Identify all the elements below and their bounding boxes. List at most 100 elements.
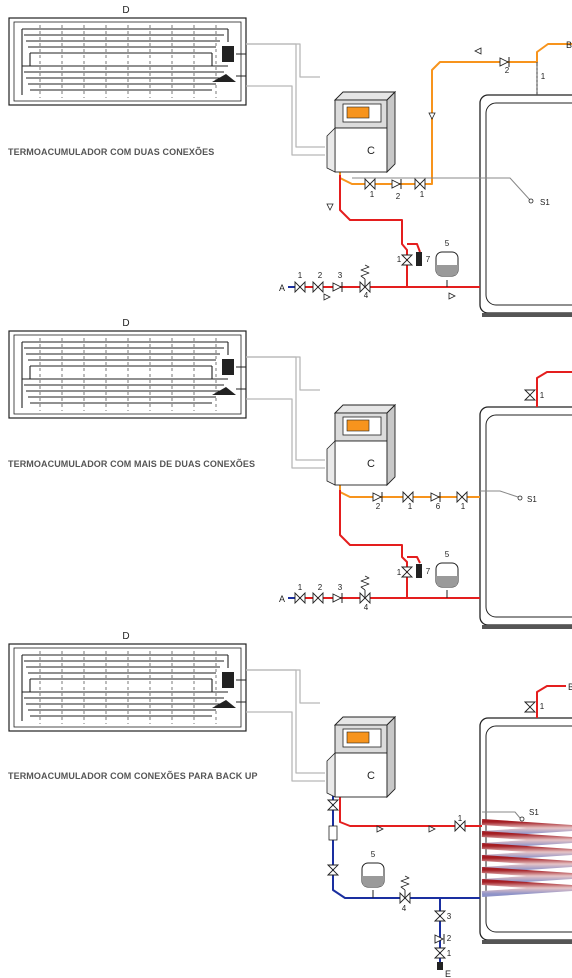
check-valve-icon	[332, 593, 343, 603]
hot-return-pipe	[339, 490, 480, 599]
valve-icon	[433, 910, 447, 922]
manifold-icon	[212, 74, 236, 82]
pump-icon	[328, 825, 338, 841]
valve-label: 4	[364, 291, 369, 300]
valve-label: 1	[370, 190, 375, 199]
safety-valve-body-icon	[359, 280, 371, 294]
flow-arrow-icon	[448, 292, 456, 300]
manifold-icon	[212, 700, 236, 708]
air-vent-icon	[416, 252, 422, 266]
inlet-a-label: A	[279, 594, 285, 604]
sensor-cable	[246, 43, 320, 78]
sensor-cable	[246, 711, 325, 782]
tank-base	[482, 940, 572, 944]
controller-unit: C	[326, 715, 397, 799]
valve-label: 1	[541, 72, 546, 81]
valve-icon	[326, 864, 340, 876]
sensor-cable	[246, 43, 325, 148]
valve-label: 1	[540, 391, 545, 400]
valve-icon	[414, 177, 426, 191]
valve-label: 2	[318, 271, 323, 280]
valve-label: 2	[376, 502, 381, 511]
controller-label: C	[367, 458, 375, 470]
caption-panel-3: TERMOACUMULADOR COM CONEXÕES PARA BACK U…	[8, 771, 258, 781]
edge-label-b: B	[568, 682, 572, 692]
valve-label: 6	[436, 502, 441, 511]
safety-valve-body-icon	[399, 891, 411, 905]
sensor-s1-icon	[517, 495, 523, 501]
valve-label: 3	[338, 583, 343, 592]
sensor-line	[480, 490, 519, 498]
check-valve-icon	[332, 282, 343, 292]
valve-icon	[364, 177, 376, 191]
valve-label: 1	[540, 702, 545, 711]
expansion-vessel-icon	[435, 251, 459, 277]
tank-base	[482, 625, 572, 629]
valve-label: 2	[318, 583, 323, 592]
hot-flow-pipe	[339, 790, 482, 827]
cold-return-pipe	[332, 795, 480, 899]
collector-label: D	[122, 631, 129, 642]
valve-label: 1	[298, 271, 303, 280]
valve-label: 7	[426, 567, 431, 576]
controller-display	[346, 106, 370, 119]
sensor-s1-label: S1	[527, 495, 537, 504]
controller-label: C	[367, 145, 375, 157]
controller-unit: C	[326, 403, 397, 487]
valve-label: 5	[445, 550, 450, 559]
valve-label: 1	[298, 583, 303, 592]
sensor-cable	[246, 669, 320, 704]
storage-tank	[479, 94, 572, 317]
expansion-vessel-icon	[435, 562, 459, 588]
controller-display	[346, 731, 370, 744]
safety-valve-icon	[359, 264, 371, 294]
valve-label: 2	[396, 192, 401, 201]
valve-label: 1	[447, 949, 452, 958]
solar-collector	[8, 330, 247, 419]
flow-arrow-icon	[376, 825, 384, 833]
caption-panel-2: TERMOACUMULADOR COM MAIS DE DUAS CONEXÕE…	[8, 459, 256, 469]
valve-label: 4	[364, 603, 369, 612]
check-valve-icon	[434, 934, 445, 944]
sensor-cable	[246, 356, 320, 391]
check-valve-icon	[430, 492, 441, 502]
valve-label: 1	[458, 814, 463, 823]
sensor-s1-label: S1	[529, 808, 539, 817]
solar-collector	[8, 643, 247, 732]
safety-valve-icon	[359, 575, 371, 605]
valve-label: 1	[461, 502, 466, 511]
tank-hot-pipe	[536, 685, 566, 718]
controller-display	[346, 419, 370, 432]
valve-icon	[312, 280, 324, 294]
valve-label: 2	[505, 66, 510, 75]
sensor-s1-icon	[519, 816, 525, 822]
collector-label: D	[122, 318, 129, 329]
valve-label: 4	[402, 904, 407, 913]
check-valve-icon	[391, 179, 402, 189]
flow-arrow-icon	[428, 112, 436, 120]
manifold-icon	[222, 46, 234, 62]
storage-tank	[479, 406, 572, 629]
flow-arrow-icon	[323, 293, 331, 301]
valve-icon	[433, 947, 447, 959]
safety-valve-icon	[399, 875, 411, 905]
inlet-a-label: A	[279, 283, 285, 293]
valve-label: 1	[397, 568, 402, 577]
valve-icon	[326, 799, 340, 811]
tank-base	[482, 313, 572, 317]
valve-label: 3	[338, 271, 343, 280]
valve-icon	[312, 591, 324, 605]
outlet-e-label: E	[445, 969, 451, 978]
sensor-s1-icon	[528, 198, 534, 204]
manifold-icon	[222, 359, 234, 375]
caption-panel-1: TERMOACUMULADOR COM DUAS CONEXÕES	[8, 147, 215, 157]
collector-label: D	[122, 5, 129, 16]
sensor-cable	[246, 669, 325, 774]
valve-label: 7	[426, 255, 431, 264]
safety-valve-body-icon	[359, 591, 371, 605]
sensor-cable	[246, 85, 325, 156]
